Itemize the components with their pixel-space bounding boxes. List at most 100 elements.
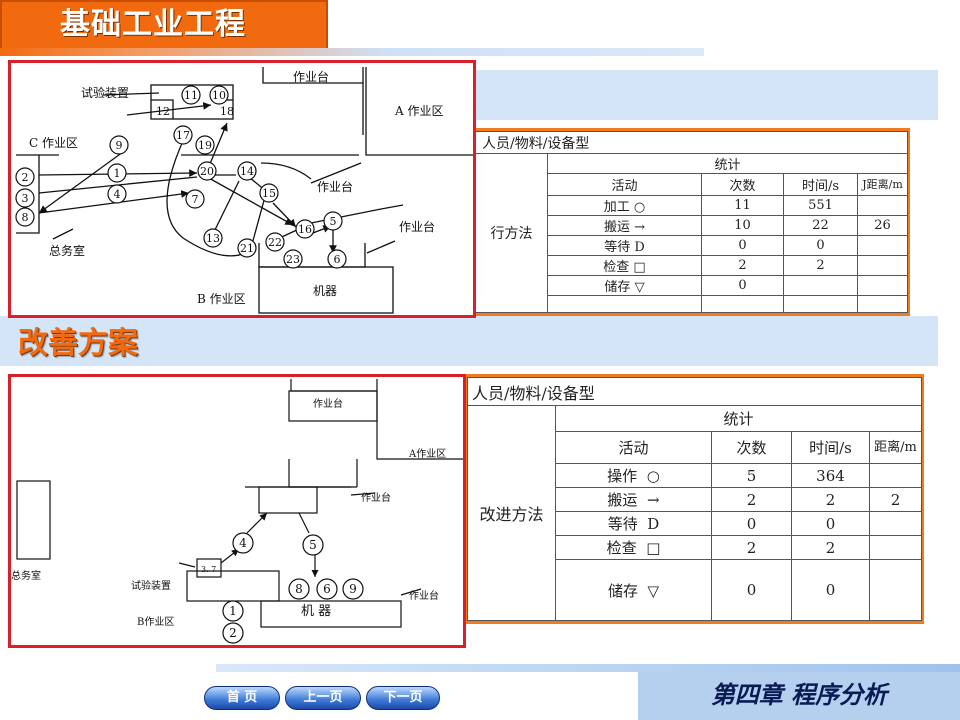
next-page-button[interactable]: 下一页 <box>366 686 440 710</box>
stats-header: 统计 <box>554 405 923 432</box>
chapter-title: 第四章 程序分析 <box>638 672 960 720</box>
delay-symbol-icon: D <box>634 240 645 255</box>
cell-count: 0 <box>701 275 784 296</box>
node-23: 23 <box>286 253 300 266</box>
activity-name: 储存 <box>604 280 631 295</box>
label-machine: 机 器 <box>301 604 331 619</box>
activity-name: 搬运 <box>607 491 638 509</box>
cell-count: 5 <box>711 463 792 488</box>
label-workbench-top: 作业台 <box>293 69 329 84</box>
prev-page-button[interactable]: 上一页 <box>285 686 361 710</box>
label-zone-a: A 作业区 <box>394 104 443 118</box>
band-section <box>0 316 938 366</box>
cell-count: 2 <box>701 255 784 276</box>
cell-count: 2 <box>711 487 792 512</box>
node-8: 8 <box>22 211 29 224</box>
cell-distance <box>868 535 923 560</box>
activity-name: 操作 <box>607 467 638 485</box>
cell-time: 0 <box>791 511 870 536</box>
table-header: 人员/物料/设备型 <box>474 131 909 154</box>
node-17: 17 <box>176 129 190 142</box>
label-workbench-right: 作业台 <box>399 219 435 234</box>
label-zone-b: B 作业区 <box>197 292 246 306</box>
cell-time <box>783 275 858 296</box>
footer-bar <box>216 664 960 672</box>
activity-name: 加工 <box>603 200 630 215</box>
improved-flow-diagram-frame: 4 5 8 6 9 1 2 作业台 A作业区 作业台 总务室 试验装置 3. 7… <box>8 374 466 648</box>
node-18: 18 <box>220 105 234 118</box>
cell-count: 0 <box>711 559 792 621</box>
node-6: 6 <box>334 253 341 266</box>
col-count: 次数 <box>701 173 784 196</box>
node-15: 15 <box>262 187 276 200</box>
operation-symbol-icon: ○ <box>633 200 646 215</box>
delay-symbol-icon: D <box>647 515 660 533</box>
current-flow-diagram-frame: 11 10 12 18 9 17 19 2 1 20 14 3 4 15 8 7… <box>8 60 476 318</box>
node-6: 6 <box>323 582 331 596</box>
cell-distance: 26 <box>856 215 909 236</box>
node-16: 16 <box>298 223 312 236</box>
label-box-3-7: 3. 7 <box>201 565 216 574</box>
node-10: 10 <box>212 89 226 102</box>
activity-name: 等待 <box>604 240 631 255</box>
node-5: 5 <box>309 538 317 552</box>
cell-time: 364 <box>791 463 870 488</box>
activity-name: 等待 <box>607 515 638 533</box>
inspection-symbol-icon: □ <box>646 539 661 557</box>
cell-time: 2 <box>783 255 858 276</box>
cell-count: 10 <box>701 215 784 236</box>
cell-count: 0 <box>711 511 792 536</box>
label-workbench-mid: 作业台 <box>317 179 353 194</box>
node-12: 12 <box>156 105 170 118</box>
label-workbench-mid: 作业台 <box>361 491 391 504</box>
node-2: 2 <box>22 171 29 184</box>
improve-title: 改善方案 <box>18 326 138 361</box>
label-office: 总务室 <box>11 569 41 582</box>
cell-distance <box>856 275 909 296</box>
node-9: 9 <box>116 139 123 152</box>
operation-symbol-icon: ○ <box>646 467 660 485</box>
col-activity: 活动 <box>547 173 702 196</box>
node-9: 9 <box>349 582 357 596</box>
node-5: 5 <box>330 215 337 228</box>
col-distance: J距离/m <box>856 173 909 196</box>
cell-time: 22 <box>783 215 858 236</box>
node-1: 1 <box>229 604 237 618</box>
label-zone-b: B作业区 <box>137 616 174 628</box>
cell-distance <box>856 255 909 276</box>
label-office: 总务室 <box>49 243 85 258</box>
improved-flow-diagram: 4 5 8 6 9 1 2 作业台 A作业区 作业台 总务室 试验装置 3. 7… <box>11 379 463 644</box>
node-3: 3 <box>22 192 29 205</box>
label-machine: 机器 <box>313 284 337 298</box>
cell-count: 0 <box>701 235 784 256</box>
node-11: 11 <box>184 89 198 102</box>
node-4: 4 <box>239 536 247 550</box>
node-7: 7 <box>192 193 199 206</box>
node-19: 19 <box>198 139 212 152</box>
label-zone-a: A作业区 <box>408 448 446 460</box>
method-label: 行方法 <box>475 153 548 313</box>
table-header: 人员/物料/设备型 <box>466 377 923 406</box>
cell-distance <box>868 511 923 536</box>
current-flow-diagram: 11 10 12 18 9 17 19 2 1 20 14 3 4 15 8 7… <box>15 67 473 314</box>
col-count: 次数 <box>711 431 792 464</box>
home-button[interactable]: 首 页 <box>204 686 280 710</box>
page-title: 基础工业工程 <box>0 0 328 50</box>
node-1: 1 <box>114 167 121 180</box>
method-label: 改进方法 <box>467 405 556 621</box>
activity-name: 检查 <box>603 260 630 275</box>
label-workbench-top: 作业台 <box>313 397 343 410</box>
cell-distance <box>868 463 923 488</box>
activity-name: 检查 <box>606 539 637 557</box>
stats-header: 统计 <box>546 153 909 174</box>
transport-symbol-icon: → <box>646 491 660 509</box>
cell-count: 2 <box>711 535 792 560</box>
label-zone-c: C 作业区 <box>29 136 78 150</box>
